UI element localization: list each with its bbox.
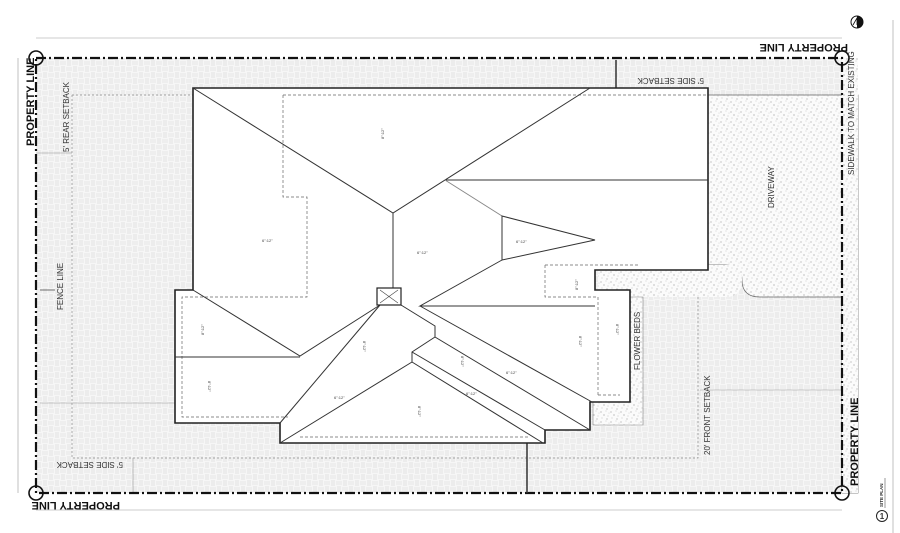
property-corner-markers — [28, 50, 850, 501]
property-line — [34, 56, 844, 495]
driveway-label: DRIVEWAY — [767, 166, 776, 208]
side-setback-label-top: 5' SIDE SETBACK — [637, 76, 704, 85]
pitch-label: 6":12" — [417, 250, 428, 255]
fence-line-label: FENCE LINE — [56, 263, 65, 310]
flower-beds-label: FLOWER BEDS — [633, 312, 642, 370]
side-setback-label-bottom: 5' SIDE SETBACK — [56, 460, 123, 469]
pitch-label: 8":12" — [200, 324, 205, 335]
pitch-label: 6":12" — [334, 395, 345, 400]
pitch-label: 6":12" — [506, 370, 517, 375]
exterior-wall-lines — [181, 94, 708, 438]
front-setback-label: 20' FRONT SETBACK — [703, 375, 712, 455]
north-arrow-icon — [850, 15, 864, 29]
pitch-label: 8":12" — [574, 279, 579, 290]
sidewalk-area — [842, 58, 858, 493]
property-line-label-top: PROPERTY LINE — [760, 41, 848, 53]
rear-setback-label: 5' REAR SETBACK — [62, 81, 71, 152]
pitch-label: 6":12" — [262, 238, 273, 243]
pitch-label: 8":12" — [578, 336, 583, 347]
sidewalk-label: SIDEWALK TO MATCH EXISTING — [847, 51, 856, 175]
drawing-title-text: SITE PLAN — [879, 483, 884, 507]
property-line-label-bottom: PROPERTY LINE — [32, 499, 120, 511]
roof-pitch-labels: 8":12" 6":12" 6":12" 6":12" 8":12" 8":12… — [200, 128, 620, 417]
drawing-title: 1 SITE PLAN — [876, 478, 888, 522]
driveway-apron — [598, 265, 742, 297]
pitch-label: 8":12" — [362, 341, 367, 352]
property-line-label-left: PROPERTY LINE — [25, 58, 37, 146]
pitch-label: 8":12" — [417, 406, 422, 417]
chimney — [376, 287, 402, 306]
roof-ridges-hips — [175, 87, 708, 444]
pitch-label: 8":12" — [460, 356, 465, 367]
dimension-lines — [17, 20, 894, 533]
property-line-label-right: PROPERTY LINE — [849, 398, 861, 486]
pitch-label: 8":12" — [615, 324, 620, 335]
drawing-number: 1 — [880, 512, 885, 521]
pitch-label: 8":12" — [380, 128, 385, 139]
pitch-label: 6":12" — [466, 391, 477, 396]
house-roof-outline — [174, 87, 709, 444]
pitch-label: 8":12" — [207, 381, 212, 392]
pitch-label: 6":12" — [516, 239, 527, 244]
